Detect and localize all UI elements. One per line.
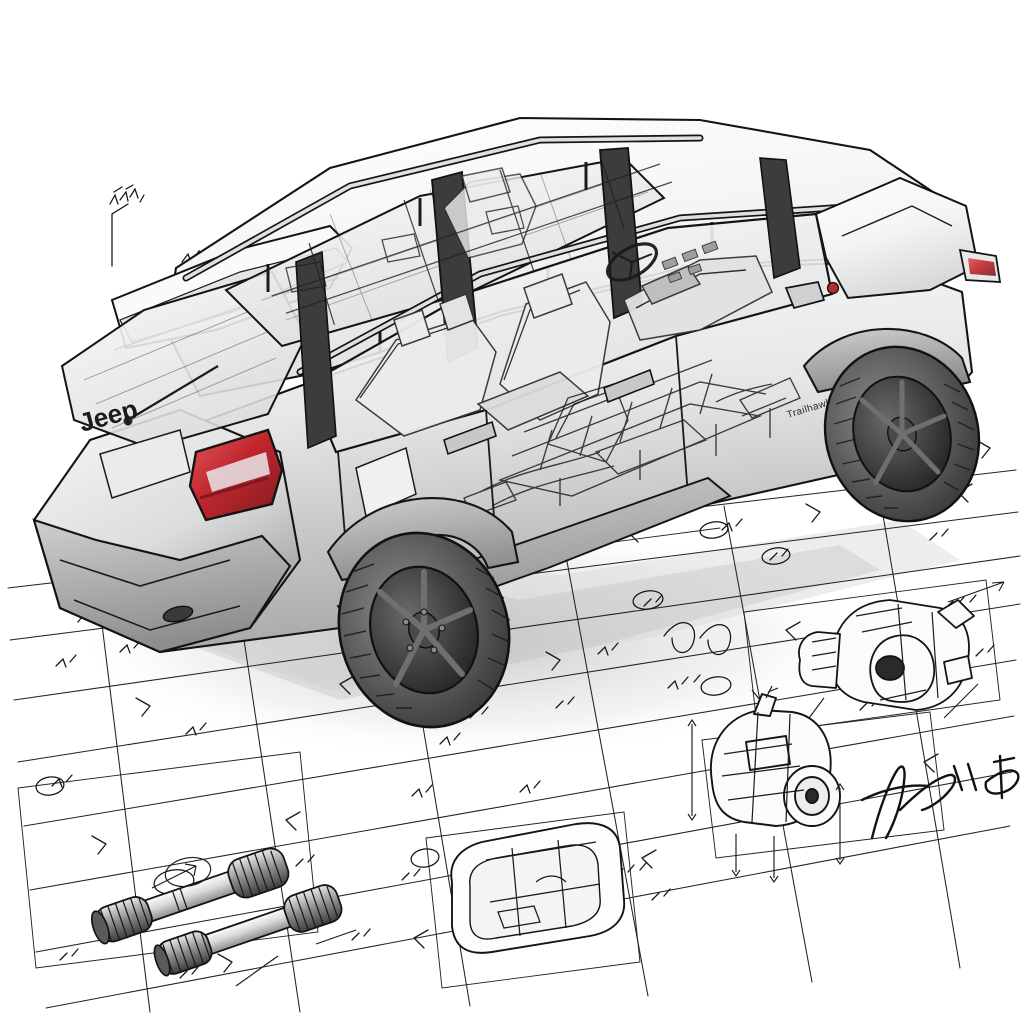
inset-transfer-case [798,581,1005,731]
side-marker-light [826,281,840,295]
roof-rail-left [182,134,704,282]
interior-cutaway [354,167,773,437]
chassis-ghost-overlay [463,359,801,517]
inset-differential [687,685,845,884]
inset-axle-shafts [90,847,357,987]
door-handle [443,368,655,456]
vehicle-body: Jeep [32,116,1002,654]
front-wheel [823,345,981,523]
rear-wheel [337,531,511,729]
inset-plan-view [450,822,625,954]
designer-signature [860,754,1020,840]
